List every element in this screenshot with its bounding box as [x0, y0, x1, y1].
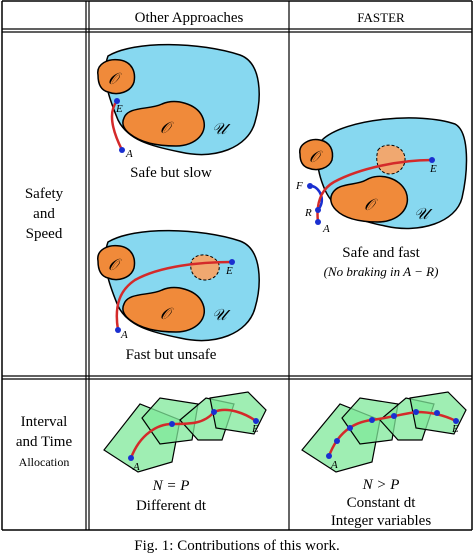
- waypoint: [391, 413, 397, 419]
- waypoint: [434, 410, 440, 416]
- point-label-A: A: [125, 148, 133, 160]
- caption-constant-dt: Constant dt: [347, 495, 417, 511]
- waypoint-E: [429, 157, 435, 163]
- waypoint-F: [307, 183, 313, 189]
- row-label-safety-speed: Safety and Speed: [25, 186, 64, 242]
- obstacle-left: [299, 138, 334, 171]
- trajectory: [110, 100, 124, 151]
- row-label-line: Safety: [25, 186, 64, 202]
- point-label-A: A: [120, 329, 128, 341]
- panel-safe-but-slow: 𝒪 𝒪 𝒰 A E Safe but slow: [97, 43, 260, 181]
- trajectory: [316, 158, 433, 223]
- waypoint: [128, 455, 134, 461]
- point-label-F: F: [295, 180, 303, 192]
- row-label-line: and: [33, 206, 55, 222]
- point-label-R: R: [304, 207, 312, 219]
- caption-fast-but-unsafe: Fast but unsafe: [126, 347, 217, 363]
- waypoint: [369, 417, 375, 423]
- row-label-line: Interval: [21, 414, 68, 430]
- point-label-A: A: [330, 459, 338, 471]
- waypoint: [169, 421, 175, 427]
- caption-integer-variables: Integer variables: [331, 513, 432, 529]
- caption-safe-but-slow: Safe but slow: [130, 165, 212, 181]
- waypoint-A: [115, 327, 121, 333]
- waypoint-E: [229, 259, 235, 265]
- caption-n-equals-p: N = P: [152, 478, 190, 494]
- unknown-label: 𝒰: [212, 307, 231, 324]
- panel-fast-but-unsafe: 𝒪 𝒪 𝒰 A E Fast but unsafe: [97, 229, 260, 363]
- obstacle-left: [97, 58, 136, 95]
- panel-n-greater-p: A E N > P Constant dt Integer variables: [301, 391, 467, 529]
- point-label-A: A: [132, 461, 140, 473]
- waypoint-A: [315, 219, 321, 225]
- waypoint: [253, 418, 259, 424]
- row-label-line: Speed: [26, 226, 63, 242]
- waypoint: [211, 409, 217, 415]
- header-other-approaches: Other Approaches: [135, 10, 244, 26]
- obstacle-right: [122, 100, 205, 147]
- collision-region: [190, 254, 220, 281]
- collision-region: [376, 144, 406, 175]
- point-label-A: A: [322, 223, 330, 235]
- waypoint: [326, 453, 332, 459]
- waypoint-R: [315, 207, 321, 213]
- polyhedra: [301, 391, 467, 473]
- unknown-label: 𝒰: [414, 206, 433, 223]
- caption-n-greater-p: N > P: [362, 477, 400, 493]
- unknown-label: 𝒰: [212, 121, 231, 138]
- obstacle-right: [122, 286, 205, 333]
- row-label-line: and Time: [16, 434, 73, 450]
- row-label-line: Allocation: [19, 455, 70, 469]
- polyhedra: [103, 391, 267, 473]
- waypoint-E: [114, 98, 120, 104]
- waypoint: [453, 418, 459, 424]
- panel-n-equals-p: A E N = P Different dt: [103, 391, 267, 514]
- caption-safe-and-fast: Safe and fast: [342, 245, 420, 261]
- figure-caption: Fig. 1: Contributions of this work.: [134, 538, 340, 554]
- waypoint: [347, 425, 353, 431]
- point-label-E: E: [225, 265, 233, 277]
- trajectory: [129, 408, 257, 459]
- obstacle-right: [330, 175, 409, 223]
- waypoint: [413, 409, 419, 415]
- point-label-E: E: [251, 423, 259, 435]
- point-label-E: E: [115, 103, 123, 115]
- trajectory: [115, 260, 233, 331]
- point-label-E: E: [429, 163, 437, 175]
- panel-safe-and-fast: 𝒪 𝒪 𝒰 A R F E Safe and fast (No braking …: [295, 117, 468, 279]
- point-label-E: E: [451, 423, 459, 435]
- header-faster: FASTER: [357, 10, 405, 25]
- waypoint-A: [119, 147, 125, 153]
- caption-different-dt: Different dt: [136, 498, 207, 514]
- waypoint: [334, 438, 340, 444]
- row-label-interval-time: Interval and Time Allocation: [16, 414, 73, 469]
- table-grid: [1, 0, 473, 531]
- obstacle-left: [97, 244, 136, 281]
- caption-no-braking: (No braking in A − R): [324, 264, 439, 279]
